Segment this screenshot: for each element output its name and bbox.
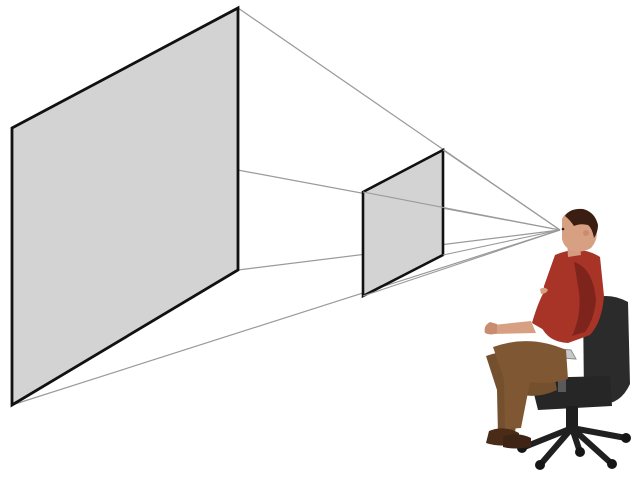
sight-line-small-top-right xyxy=(443,150,560,230)
seated-person-icon xyxy=(485,209,604,449)
person-ear xyxy=(583,230,589,236)
large-screen xyxy=(12,8,238,405)
chair-wheel xyxy=(535,460,545,470)
person-hand xyxy=(485,322,497,335)
person-eye xyxy=(562,228,565,231)
chair-wheel xyxy=(607,459,617,469)
person-shoe-right xyxy=(503,434,531,448)
chair-wheel xyxy=(575,447,585,457)
person-forearm xyxy=(493,321,536,334)
chair-wheel xyxy=(621,433,631,443)
chair-column xyxy=(566,406,578,428)
small-screen xyxy=(363,150,443,296)
